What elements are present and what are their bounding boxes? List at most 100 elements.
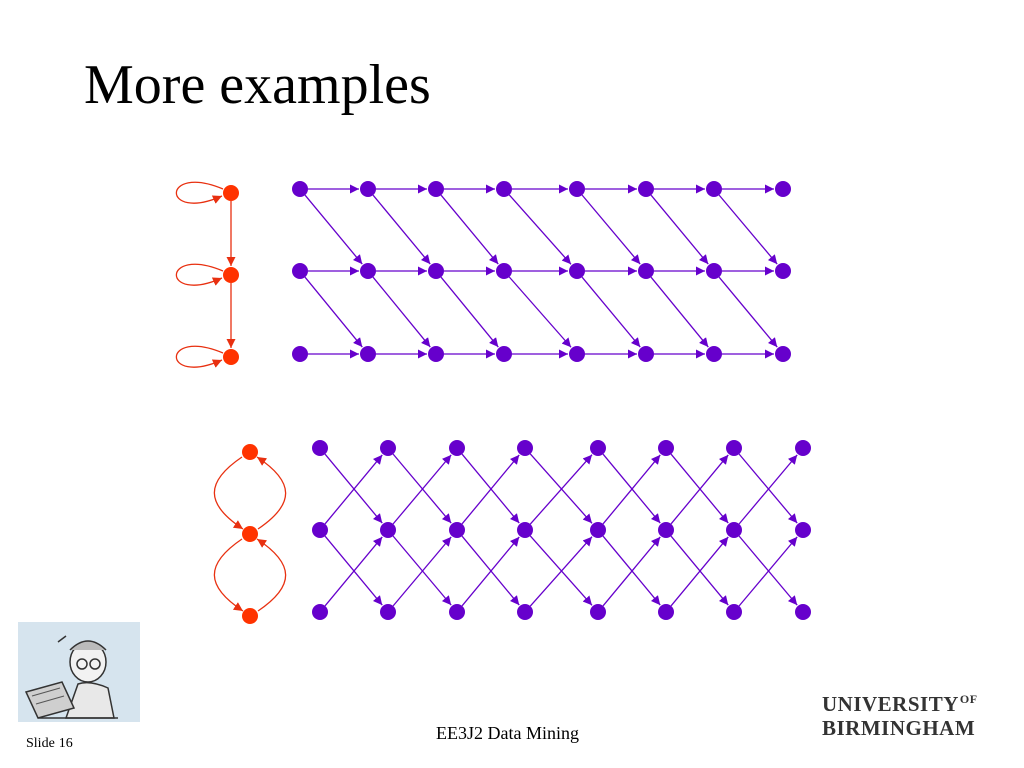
transition-edge bbox=[213, 456, 244, 530]
trellis-node bbox=[312, 604, 328, 620]
trellis-edge bbox=[738, 536, 798, 607]
trellis-node bbox=[312, 440, 328, 456]
trellis-edge bbox=[670, 454, 729, 525]
logo-of: OF bbox=[959, 692, 978, 706]
trellis-node bbox=[496, 181, 512, 197]
trellis-node bbox=[775, 346, 791, 362]
transition-edge bbox=[213, 538, 244, 612]
edge-layer bbox=[175, 181, 798, 612]
trellis-edge bbox=[461, 454, 520, 525]
trellis-node bbox=[292, 346, 308, 362]
slide-title: More examples bbox=[84, 54, 431, 116]
trellis-edge bbox=[718, 276, 778, 348]
trellis-node bbox=[449, 440, 465, 456]
self-loop-edge bbox=[175, 263, 224, 286]
transition-edge bbox=[256, 456, 287, 530]
trellis-edge bbox=[508, 194, 572, 265]
trellis-node bbox=[775, 181, 791, 197]
trellis-node bbox=[292, 181, 308, 197]
trellis-node bbox=[517, 604, 533, 620]
trellis-edge bbox=[304, 194, 363, 265]
trellis-node bbox=[360, 346, 376, 362]
trellis-node bbox=[706, 263, 722, 279]
trellis-edge bbox=[529, 454, 593, 525]
trellis-node bbox=[590, 604, 606, 620]
cartoon-person-at-laptop-icon bbox=[18, 622, 140, 722]
trellis-node bbox=[360, 181, 376, 197]
state-node bbox=[242, 608, 258, 624]
trellis-node bbox=[380, 522, 396, 538]
trellis-node bbox=[496, 263, 512, 279]
trellis-node bbox=[428, 181, 444, 197]
trellis-node bbox=[726, 522, 742, 538]
trellis-node bbox=[292, 263, 308, 279]
trellis-edge bbox=[602, 536, 661, 607]
logo-line1: UNIVERSITY bbox=[822, 692, 959, 716]
trellis-node bbox=[449, 604, 465, 620]
trellis-node bbox=[795, 522, 811, 538]
trellis-edge bbox=[461, 536, 520, 607]
trellis-node bbox=[638, 263, 654, 279]
trellis-edge bbox=[392, 536, 452, 607]
trellis-node bbox=[569, 181, 585, 197]
trellis-node bbox=[380, 604, 396, 620]
trellis-node bbox=[658, 604, 674, 620]
trellis-edge bbox=[602, 454, 661, 525]
slide-number-value: 16 bbox=[58, 736, 73, 751]
state-node bbox=[223, 185, 239, 201]
trellis-node bbox=[726, 604, 742, 620]
trellis-node bbox=[312, 522, 328, 538]
trellis-edge bbox=[670, 536, 729, 607]
state-node bbox=[242, 526, 258, 542]
trellis-edge bbox=[372, 276, 431, 348]
trellis-edge bbox=[440, 194, 499, 265]
trellis-node bbox=[638, 346, 654, 362]
trellis-edge bbox=[718, 194, 778, 265]
trellis-node bbox=[569, 346, 585, 362]
trellis-node bbox=[517, 522, 533, 538]
state-node bbox=[223, 267, 239, 283]
self-loop-edge bbox=[175, 181, 224, 204]
trellis-node bbox=[795, 440, 811, 456]
trellis-node bbox=[590, 440, 606, 456]
trellis-node bbox=[517, 440, 533, 456]
university-logo: UNIVERSITYOF BIRMINGHAM bbox=[822, 692, 978, 739]
trellis-node bbox=[795, 604, 811, 620]
trellis-node bbox=[658, 522, 674, 538]
trellis-edge bbox=[738, 454, 798, 525]
trellis-node bbox=[726, 440, 742, 456]
trellis-node bbox=[428, 346, 444, 362]
trellis-edge bbox=[650, 194, 709, 265]
trellis-edge bbox=[440, 276, 499, 348]
self-loop-edge bbox=[175, 345, 224, 368]
trellis-edge bbox=[529, 536, 593, 607]
trellis-edge bbox=[650, 276, 709, 348]
trellis-edge bbox=[324, 536, 383, 607]
trellis-edge bbox=[304, 276, 363, 348]
trellis-node bbox=[590, 522, 606, 538]
trellis-edge bbox=[581, 276, 641, 348]
trellis-node bbox=[706, 181, 722, 197]
state-node bbox=[242, 444, 258, 460]
trellis-node bbox=[658, 440, 674, 456]
logo-line2: BIRMINGHAM bbox=[822, 716, 976, 740]
trellis-edge bbox=[581, 194, 641, 265]
node-layer bbox=[223, 181, 811, 624]
trellis-edge bbox=[324, 454, 383, 525]
trellis-node bbox=[638, 181, 654, 197]
footer-course-title: EE3J2 Data Mining bbox=[436, 723, 579, 743]
trellis-node bbox=[775, 263, 791, 279]
slide-label: Slide bbox=[26, 736, 55, 751]
trellis-node bbox=[360, 263, 376, 279]
trellis-node bbox=[569, 263, 585, 279]
transition-edge bbox=[256, 538, 287, 612]
trellis-edge bbox=[508, 276, 572, 348]
trellis-node bbox=[449, 522, 465, 538]
trellis-edge bbox=[392, 454, 452, 525]
trellis-edge bbox=[372, 194, 431, 265]
trellis-node bbox=[496, 346, 512, 362]
trellis-node bbox=[380, 440, 396, 456]
trellis-node bbox=[428, 263, 444, 279]
